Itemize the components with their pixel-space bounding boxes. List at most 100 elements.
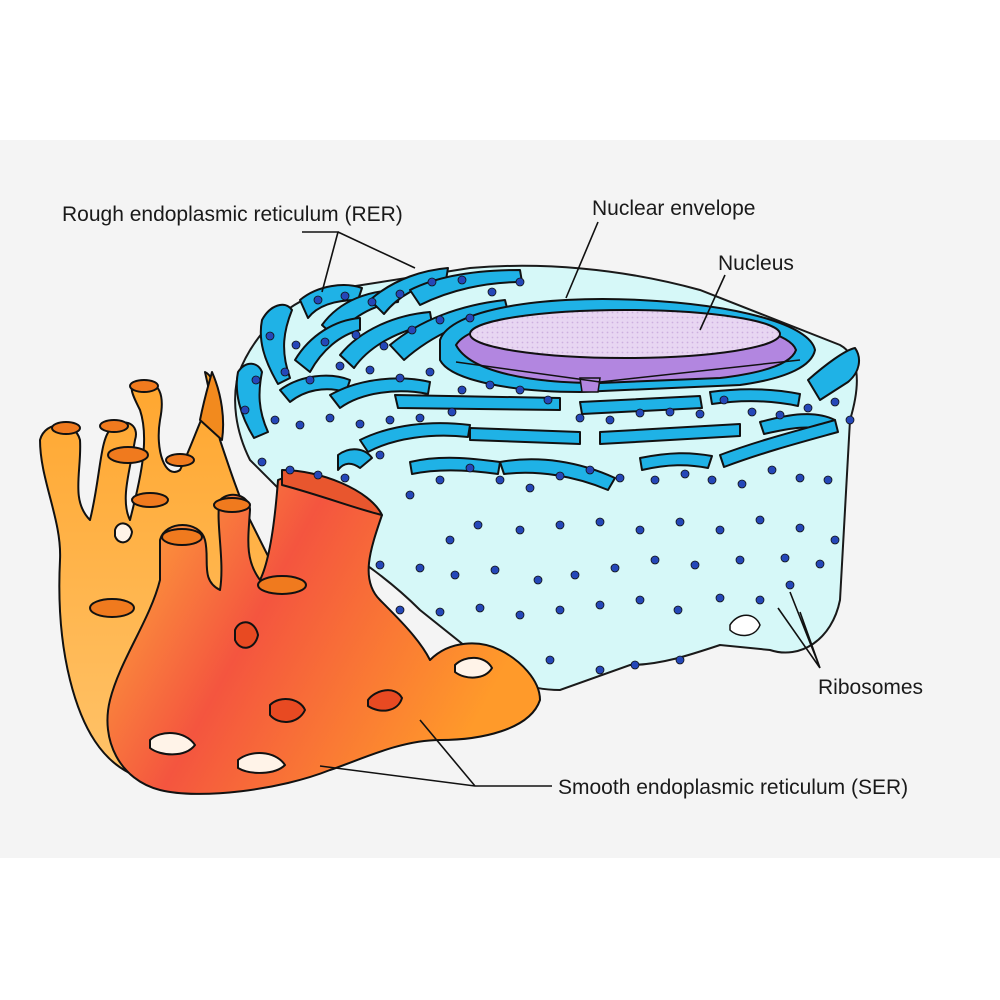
ribosome-dot [415, 563, 425, 573]
ribosome-dot [367, 297, 377, 307]
ribosome-dot [335, 361, 345, 371]
ribosome-dot [680, 469, 690, 479]
ribosome-dot [473, 520, 483, 530]
ribosome-dot [635, 408, 645, 418]
ribosome-dot [257, 457, 267, 467]
ribosome-dot [355, 419, 365, 429]
ser-tube-opening [51, 421, 81, 435]
ribosome-dot [475, 603, 485, 613]
rer-fenestration [729, 614, 761, 637]
ribosome-dot [457, 385, 467, 395]
ribosome-dot [555, 605, 565, 615]
ser-tube-opening [99, 419, 129, 433]
ribosome-dot [450, 570, 460, 580]
ribosome-dot [240, 405, 250, 415]
ribosome-dot [775, 410, 785, 420]
ribosome-dot [555, 471, 565, 481]
ribosome-dot [795, 523, 805, 533]
ser-hole [237, 752, 286, 774]
label-nucleus: Nucleus [718, 252, 794, 275]
label-ribosomes: Ribosomes [818, 676, 924, 699]
ribosome-dot [525, 483, 535, 493]
ribosome-dot [830, 535, 840, 545]
ribosome-dot [767, 465, 777, 475]
nucleus [469, 309, 781, 359]
ribosome-dot [675, 655, 685, 665]
ribosome-dot [715, 525, 725, 535]
label-rough-er: Rough endoplasmic reticulum (RER) [62, 203, 403, 226]
ribosome-dot [385, 415, 395, 425]
ser-fenestration [367, 689, 403, 712]
ribosome-dot [630, 660, 640, 670]
ribosomes-leader-line [777, 591, 821, 669]
nuclear-envelope-rim [455, 359, 801, 383]
ribosome-dot [715, 593, 725, 603]
ribosome-dot [325, 413, 335, 423]
ser-tube-opening [257, 575, 307, 595]
ser-tube-opening [107, 446, 149, 464]
ser-fenestration [269, 698, 306, 723]
ribosome-dot [755, 515, 765, 525]
ser-tube-opening [165, 453, 195, 467]
rer-cisterna [639, 452, 713, 471]
ribosome-dot [570, 570, 580, 580]
ribosome-dot [650, 475, 660, 485]
ser-hole [114, 522, 133, 544]
ribosome-dot [719, 395, 729, 405]
ribosome-dot [405, 490, 415, 500]
ribosome-dot [575, 413, 585, 423]
ribosome-dot [610, 563, 620, 573]
ribosome-dot [585, 465, 595, 475]
ribosome-dot [465, 463, 475, 473]
rer-cisterna [409, 456, 501, 475]
ribosome-dot [427, 277, 437, 287]
ribosome-dot [305, 375, 315, 385]
ser-tube-opening [131, 492, 169, 508]
ribosome-dot [295, 420, 305, 430]
ribosome-dot [457, 275, 467, 285]
ribosome-dot [533, 575, 543, 585]
ribosome-dot [707, 475, 717, 485]
ser-fin [199, 371, 225, 441]
ribosome-dot [675, 517, 685, 527]
ribosome-dot [845, 415, 855, 425]
ribosome-dot [795, 473, 805, 483]
rer-cisterna [719, 419, 839, 468]
ribosome-dot [495, 475, 505, 485]
ribosome-dot [695, 409, 705, 419]
ribosome-dot [665, 407, 675, 417]
rer-cisterna [337, 448, 373, 471]
label-nuclear-envelope: Nuclear envelope [592, 197, 756, 220]
ribosome-dot [815, 559, 825, 569]
ser-leader-line [319, 719, 552, 787]
ribosome-dot [755, 595, 765, 605]
nucleus-group [439, 298, 817, 394]
ribosome-dot [313, 470, 323, 480]
envelope-leader-line [565, 221, 599, 299]
rer-cisterna [329, 377, 431, 409]
ser-tube-opening [129, 379, 159, 393]
ribosome-dot [435, 607, 445, 617]
ribosome-dot [365, 365, 375, 375]
ser-tube-opening [161, 528, 203, 546]
ribosome-dot [515, 610, 525, 620]
rer-cisterna [807, 347, 861, 401]
rer-cisterna [394, 394, 561, 411]
ribosome-dot [351, 330, 361, 340]
ribosome-dot [340, 473, 350, 483]
ribosome-dot [340, 291, 350, 301]
ribosome-dot [605, 415, 615, 425]
leader-lines [302, 221, 821, 787]
rer-cisterna [469, 427, 581, 445]
ser-group [39, 371, 541, 795]
rer-leader-line [302, 231, 416, 293]
ribosome-dot [313, 295, 323, 305]
nucleus-leader-line [699, 274, 726, 331]
ribosome-dot [595, 600, 605, 610]
ribosome-dot [515, 277, 525, 287]
ribosome-dot [251, 375, 261, 385]
ser-fenestration [234, 621, 259, 649]
ribosome-dot [280, 367, 290, 377]
